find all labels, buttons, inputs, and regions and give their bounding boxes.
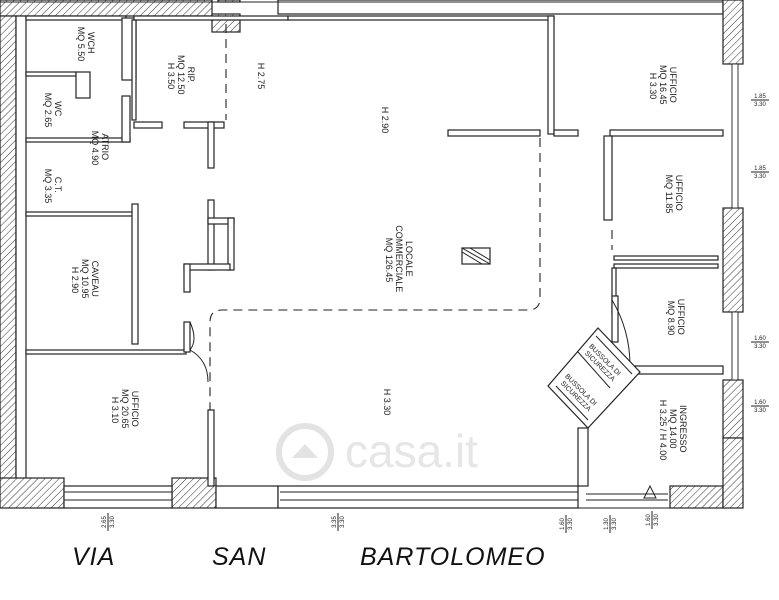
dim-bottom-2-top: 3.35 bbox=[332, 516, 338, 528]
dim-right-4-bottom: 3.30 bbox=[754, 408, 766, 414]
room-label-rip: RIP. MQ 12.50 H 3.50 bbox=[166, 55, 196, 97]
dim-right-1-top: 1.85 bbox=[754, 94, 766, 100]
exterior-walls bbox=[0, 0, 744, 509]
door-swings bbox=[189, 299, 657, 499]
dim-bottom-2-bottom: 3.30 bbox=[340, 516, 346, 528]
dim-bottom-4-top: 1.30 bbox=[604, 518, 610, 530]
room-label-ufficio-left: UFFICIO MQ 20.65 H 3.10 bbox=[110, 389, 140, 431]
street-word-via: VIA bbox=[72, 543, 115, 571]
dim-right-3-top: 1.60 bbox=[754, 336, 766, 342]
dim-bottom-3-top: 1.60 bbox=[560, 518, 566, 530]
room-label-wc: WC MQ 2.65 bbox=[43, 93, 63, 128]
room-label-h275: H 2.75 bbox=[256, 63, 266, 90]
dim-right-1-bottom: 3.30 bbox=[754, 102, 766, 108]
room-label-caveau: CAVEAU MQ 10.95 H 2.90 bbox=[70, 259, 100, 301]
watermark-text: casa.it bbox=[345, 425, 478, 477]
street-word-bartolomeo: BARTOLOMEO bbox=[360, 543, 546, 571]
room-label-ufficio-3: UFFICIO MQ 8.90 bbox=[666, 299, 686, 338]
room-label-wch: WCH MQ 5.50 bbox=[76, 27, 96, 62]
room-label-ufficio-2: UFFICIO MQ 11.85 bbox=[664, 175, 684, 214]
room-label-atrio: ATRIO MQ 4.90 bbox=[90, 131, 110, 166]
watermark: casa.it bbox=[276, 423, 478, 481]
dim-bottom-4-bottom: 3.30 bbox=[612, 518, 618, 530]
dim-right-2-bottom: 3.30 bbox=[754, 174, 766, 180]
room-label-ufficio-1: UFFICIO MQ 16.45 H 3.30 bbox=[648, 65, 678, 107]
right-dimensions: 1.85 3.30 1.85 3.30 1.60 3.30 1.60 3.30 bbox=[751, 94, 769, 414]
dim-bottom-1-top: 2.65 bbox=[102, 516, 108, 528]
room-labels: WCH MQ 5.50 WC MQ 2.65 C.T. MQ 3.35 CAVE… bbox=[43, 27, 688, 461]
dim-bottom-1-bottom: 3.30 bbox=[110, 516, 116, 528]
room-label-locale-commerciale: LOCALE COMMERCIALE MQ 126.45 bbox=[384, 225, 414, 295]
dim-right-2-top: 1.85 bbox=[754, 166, 766, 172]
bottom-dimensions: 2.65 3.30 3.35 3.30 1.60 3.30 1.30 3.30 … bbox=[102, 511, 660, 533]
dim-bottom-5-bottom: 3.30 bbox=[654, 514, 660, 526]
dim-bottom-3-bottom: 3.30 bbox=[568, 518, 574, 530]
ceiling-change-lines bbox=[209, 24, 613, 410]
interior-walls bbox=[25, 15, 724, 487]
security-airlock: BUSSOLA DI SICUREZZA BUSSOLA DI SICUREZZ… bbox=[547, 327, 641, 429]
street-word-san: SAN bbox=[212, 543, 266, 571]
room-label-ct: C.T. MQ 3.35 bbox=[43, 169, 63, 204]
room-label-h290: H 2.90 bbox=[380, 107, 390, 134]
dim-right-4-top: 1.60 bbox=[754, 400, 766, 406]
dim-right-3-bottom: 3.30 bbox=[754, 344, 766, 350]
dim-bottom-5-top: 1.60 bbox=[646, 514, 652, 526]
room-label-h330: H 3.30 bbox=[382, 389, 392, 416]
room-label-ingresso: INGRESSO MQ 14.00 H 3.25 / H 4.00 bbox=[658, 400, 688, 461]
street-name: VIA SAN BARTOLOMEO bbox=[72, 543, 546, 571]
